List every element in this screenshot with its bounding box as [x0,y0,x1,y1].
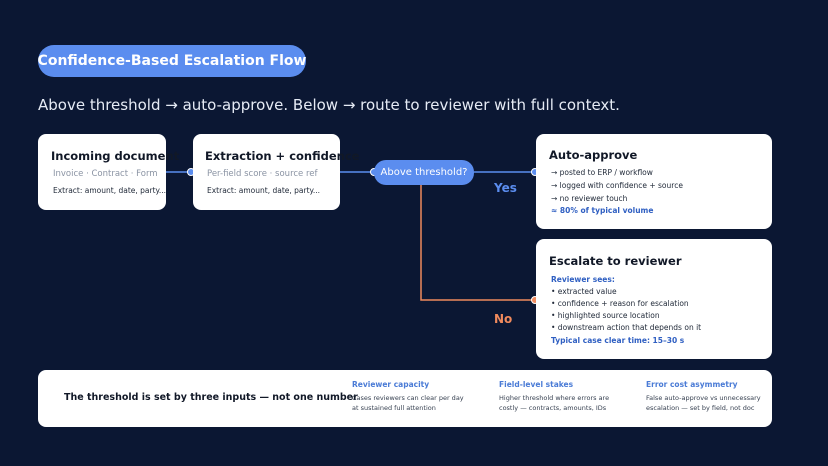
factor-text: Higher threshold where errors are [499,394,610,402]
factor-error-cost-asymmetry: Error cost asymmetry False auto-approve … [646,380,761,413]
factor-text: escalation — set by field, not doc [646,404,755,412]
escalate-clear-time: Typical case clear time: 15–30 s [551,336,685,345]
threshold-headline: The threshold is set by three inputs — n… [64,392,358,403]
incoming-detail: Extract: amount, date, party... [53,186,167,195]
escalate-heading: Reviewer sees: [551,275,615,284]
node-extraction: Extraction + confidence Per-field score … [193,134,359,210]
node-incoming-document: Incoming document Invoice · Contract · F… [38,134,179,210]
escalate-line: • extracted value [551,287,617,296]
factor-text: Cases reviewers can clear per day [352,394,464,402]
auto-approve-line: → logged with confidence + source [551,181,683,190]
incoming-sub: Invoice · Contract · Form [53,169,158,179]
node-auto-approve: Auto-approve → posted to ERP / workflow … [536,134,772,229]
branch-no-label: No [494,312,513,326]
flow-title: Confidence-Based Escalation Flow [38,45,306,77]
factor-reviewer-capacity: Reviewer capacity Cases reviewers can cl… [352,380,464,413]
factor-title: Reviewer capacity [352,380,430,389]
factor-text: at sustained full attention [352,404,436,412]
connector-no [420,185,536,301]
incoming-title: Incoming document [51,149,180,163]
factor-title: Error cost asymmetry [646,380,738,389]
node-escalate-reviewer: Escalate to reviewer Reviewer sees: • ex… [536,239,772,359]
threshold-inputs-panel: The threshold is set by three inputs — n… [38,370,772,427]
auto-approve-line: → posted to ERP / workflow [551,168,653,177]
decision-threshold: Above threshold? [374,160,474,185]
factor-title: Field-level stakes [499,380,574,389]
escalate-line: • downstream action that depends on it [551,323,702,332]
branch-yes-label: Yes [494,181,517,195]
escalate-title: Escalate to reviewer [549,254,682,268]
extraction-detail: Extract: amount, date, party... [207,186,321,195]
factor-text: False auto-approve vs unnecessary [646,394,761,402]
auto-approve-title: Auto-approve [549,148,638,162]
factor-text: costly — contracts, amounts, IDs [499,404,607,412]
flow-subtitle: Above threshold → auto-approve. Below → … [38,96,620,114]
auto-approve-line: → no reviewer touch [551,194,628,203]
extraction-title: Extraction + confidence [205,149,360,163]
extraction-sub: Per-field score · source ref [207,169,318,179]
escalate-line: • confidence + reason for escalation [551,299,689,308]
escalate-line: • highlighted source location [551,311,660,320]
auto-approve-volume: ≈ 80% of typical volume [551,206,654,215]
factor-field-level-stakes: Field-level stakes Higher threshold wher… [499,380,609,413]
